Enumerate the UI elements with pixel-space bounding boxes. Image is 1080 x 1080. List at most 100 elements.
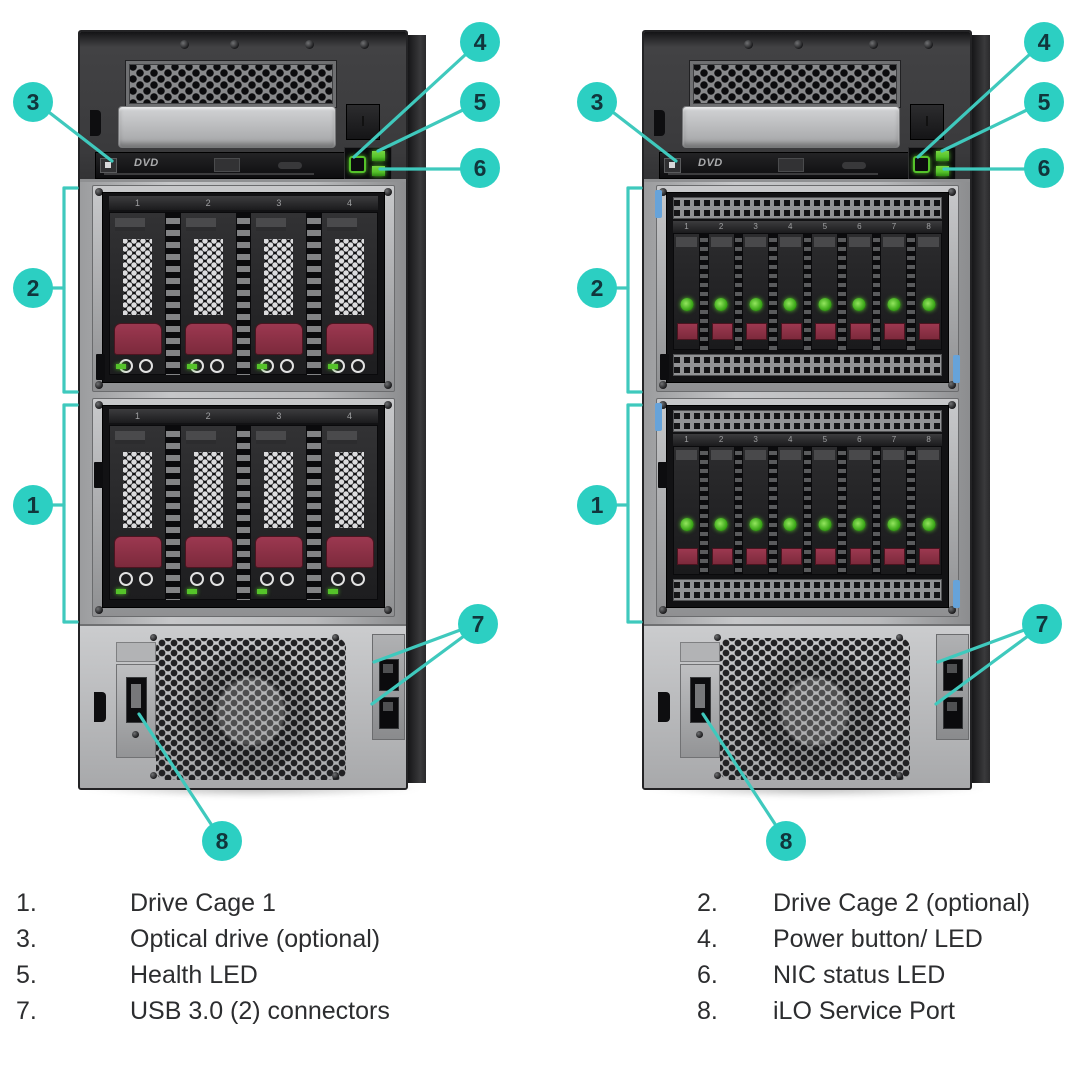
- drive-caution-icon: [139, 572, 153, 586]
- ilo-bracket: [116, 642, 156, 662]
- callout-6-right: 6: [1024, 148, 1064, 188]
- chassis-slot: [658, 462, 667, 488]
- screw-icon: [714, 634, 721, 641]
- drive-tray: [776, 233, 804, 350]
- drive-status-led: [116, 589, 126, 594]
- nic-status-led: [936, 166, 949, 176]
- callout-number: 5: [1037, 88, 1051, 115]
- screw-icon: [744, 40, 753, 49]
- drive-release-latch: [184, 323, 233, 355]
- cage-rail: [236, 425, 251, 600]
- drive-tray: [707, 233, 735, 350]
- cage-vent-strip: [673, 197, 942, 219]
- front-bezel: DVD: [80, 32, 406, 182]
- drive-release-latch: [919, 548, 941, 565]
- callout-number: 7: [471, 610, 485, 637]
- drive-release-latch: [746, 323, 768, 340]
- drive-release-latch: [114, 323, 162, 355]
- cage-rail: [838, 233, 846, 350]
- drive-label: [883, 237, 905, 247]
- drive-release-latch: [114, 536, 162, 568]
- ilo-bracket: [680, 642, 720, 662]
- drive-tray: [915, 446, 943, 575]
- cage-rail: [700, 446, 708, 575]
- bay-number: 1: [684, 222, 689, 231]
- drive-release-latch: [677, 323, 698, 340]
- chassis-slot: [660, 354, 669, 380]
- screw-icon: [659, 606, 667, 614]
- drive-label: [327, 218, 358, 231]
- usb-connector-tab: [947, 702, 957, 711]
- ilo-service-port: [126, 677, 147, 723]
- dvd-logo: DVD: [698, 157, 723, 169]
- bay-number: 6: [857, 435, 862, 444]
- drive-vent: [193, 239, 223, 315]
- drive-status-led: [680, 298, 693, 312]
- bay-number: 1: [134, 411, 140, 421]
- legend-label: NIC status LED: [773, 961, 946, 989]
- drive-release-latch: [184, 536, 233, 568]
- drive-label: [676, 450, 697, 460]
- drive-release-latch: [711, 323, 733, 340]
- screw-icon: [384, 188, 392, 196]
- cage-vent-strip: [673, 354, 942, 376]
- screw-icon: [305, 40, 314, 49]
- drive-vent: [123, 239, 152, 315]
- screw-icon: [794, 40, 803, 49]
- drive-caution-icon: [351, 572, 366, 586]
- legend-item: 7.USB 3.0 (2) connectors: [16, 996, 576, 1026]
- drive-label: [256, 431, 287, 444]
- drive-vent: [264, 239, 294, 315]
- callout-number: 6: [1037, 154, 1051, 181]
- drive-label: [185, 218, 216, 231]
- drive-tray: [673, 446, 700, 575]
- callout-number: 4: [473, 28, 487, 55]
- bay-number: 3: [753, 222, 758, 231]
- tower-side-panel: [972, 35, 990, 783]
- drive-tray: [321, 425, 379, 600]
- drive-label: [779, 237, 801, 247]
- callout-5-right: 5: [1024, 82, 1064, 122]
- drive-bays: [109, 212, 379, 375]
- cage-rail: [734, 446, 743, 575]
- bay-number: 2: [205, 198, 211, 208]
- drive-bays: [673, 446, 943, 575]
- drive-label: [327, 431, 358, 444]
- cage-rail: [769, 446, 777, 575]
- drive-release-latch: [919, 323, 941, 340]
- drive-release-latch: [746, 548, 768, 565]
- cage-rail: [166, 212, 180, 375]
- bay-number: 1: [134, 198, 140, 208]
- drive-caution-icon: [119, 572, 133, 586]
- drive-release-latch: [884, 323, 906, 340]
- drive-label: [745, 237, 767, 247]
- drive-label: [676, 237, 697, 247]
- bay-number: 7: [891, 435, 897, 444]
- legend-label: USB 3.0 (2) connectors: [130, 997, 390, 1025]
- top-vent-plate: [125, 60, 337, 108]
- bay-number: 3: [276, 411, 282, 421]
- drive-label: [883, 450, 905, 460]
- legend-number: 2.: [697, 889, 718, 917]
- drive-status-led: [852, 518, 866, 532]
- drive-status-led: [818, 518, 832, 532]
- drive-tray: [880, 233, 908, 350]
- drive-tray: [321, 212, 379, 375]
- callout-number: 1: [590, 491, 604, 518]
- top-vent-plate: [689, 60, 901, 108]
- drive-status-led: [186, 589, 197, 594]
- cage-rail: [838, 446, 846, 575]
- screw-icon: [948, 381, 956, 389]
- drive-caution-icon: [189, 572, 204, 586]
- drive-status-led: [714, 298, 728, 312]
- bay-number: 2: [718, 435, 724, 444]
- cage-rail: [907, 446, 916, 575]
- drive-release-latch: [849, 323, 871, 340]
- drive-status-led: [749, 518, 763, 532]
